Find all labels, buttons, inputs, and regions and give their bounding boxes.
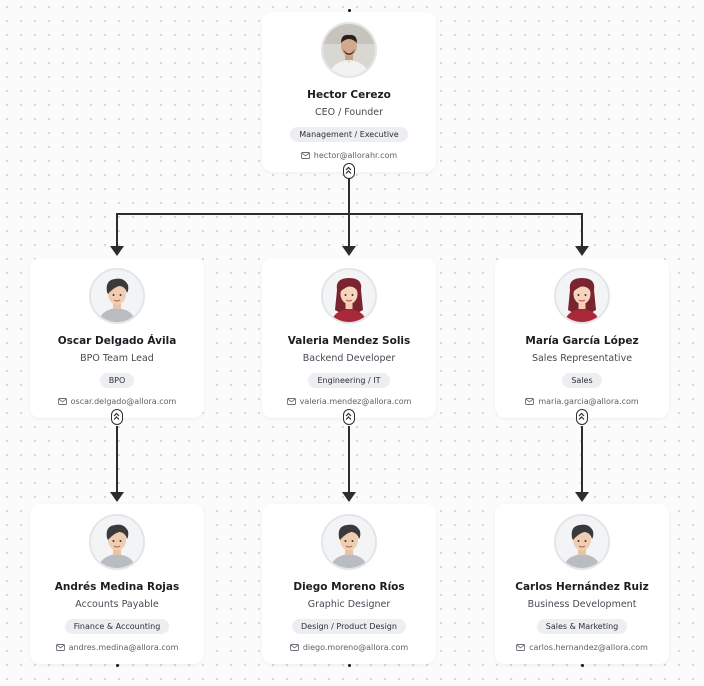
node-card-diego[interactable]: Diego Moreno Ríos Graphic Designer Desig… (262, 504, 436, 664)
node-name: Hector Cerezo (307, 89, 391, 101)
node-email[interactable]: andres.medina@allora.com (30, 643, 204, 653)
node-name: Carlos Hernández Ruiz (515, 581, 649, 593)
department-badge: Engineering / IT (308, 373, 390, 388)
envelope-icon (289, 644, 299, 653)
bottom-anchor-dot-andres (116, 664, 119, 667)
node-role: Graphic Designer (307, 599, 391, 610)
node-name: Andrés Medina Rojas (54, 581, 180, 593)
avatar (554, 514, 610, 570)
node-card-oscar[interactable]: Oscar Delgado Ávila BPO Team Lead BPO os… (30, 258, 204, 418)
node-name: Diego Moreno Ríos (293, 581, 405, 593)
collapse-chevron-icon (578, 412, 585, 420)
envelope-icon (525, 398, 535, 407)
collapse-chevron-icon (345, 412, 352, 420)
collapse-toggle-hector[interactable] (343, 163, 355, 179)
arrow-head-oscar (110, 246, 124, 256)
node-card-valeria[interactable]: Valeria Mendez Solis Backend Developer E… (262, 258, 436, 418)
node-role: Business Development (527, 599, 637, 610)
node-role: Sales Representative (531, 353, 633, 364)
avatar (554, 268, 610, 324)
node-role: Backend Developer (302, 353, 396, 364)
arrow-head-carlos (575, 492, 589, 502)
top-anchor-dot-hector (348, 9, 351, 12)
envelope-icon (286, 398, 296, 407)
collapse-chevron-icon (113, 412, 120, 420)
department-badge: Sales & Marketing (536, 619, 628, 634)
department-badge: Sales (562, 373, 602, 388)
envelope-icon (57, 398, 67, 407)
node-email[interactable]: carlos.hernandez@allora.com (495, 643, 669, 653)
node-name: Valeria Mendez Solis (287, 335, 411, 347)
email-text: andres.medina@allora.com (68, 643, 179, 652)
node-name: Oscar Delgado Ávila (57, 335, 177, 347)
email-text: diego.moreno@allora.com (302, 643, 409, 652)
bottom-anchor-dot-diego (348, 664, 351, 667)
node-role: Accounts Payable (75, 599, 159, 610)
node-name: María García López (525, 335, 639, 347)
avatar (321, 22, 377, 78)
email-text: hector@allorahr.com (313, 151, 398, 160)
department-badge: BPO (99, 373, 135, 388)
avatar (321, 268, 377, 324)
envelope-icon (516, 644, 526, 653)
avatar (321, 514, 377, 570)
arrow-head-andres (110, 492, 124, 502)
avatar (89, 514, 145, 570)
department-badge: Management / Executive (290, 127, 408, 142)
node-email[interactable]: diego.moreno@allora.com (262, 643, 436, 653)
node-card-andres[interactable]: Andrés Medina Rojas Accounts Payable Fin… (30, 504, 204, 664)
envelope-icon (55, 644, 65, 653)
arrow-head-valeria (342, 246, 356, 256)
node-email[interactable]: maria.garcia@allora.com (495, 397, 669, 407)
collapse-chevron-icon (345, 166, 352, 174)
node-email[interactable]: valeria.mendez@allora.com (262, 397, 436, 407)
envelope-icon (300, 152, 310, 161)
email-text: carlos.hernandez@allora.com (529, 643, 648, 652)
email-text: oscar.delgado@allora.com (70, 397, 177, 406)
node-card-hector[interactable]: Hector Cerezo CEO / Founder Management /… (262, 12, 436, 172)
collapse-toggle-maria[interactable] (576, 409, 588, 425)
node-card-maria[interactable]: María García López Sales Representative … (495, 258, 669, 418)
node-role: BPO Team Lead (80, 353, 154, 364)
arrow-head-maria (575, 246, 589, 256)
avatar (89, 268, 145, 324)
connector-hector-to-children (116, 172, 583, 250)
arrow-head-diego (342, 492, 356, 502)
collapse-toggle-oscar[interactable] (111, 409, 123, 425)
department-badge: Finance & Accounting (64, 619, 170, 634)
department-badge: Design / Product Design (292, 619, 406, 634)
email-text: maria.garcia@allora.com (538, 397, 639, 406)
node-email[interactable]: oscar.delgado@allora.com (30, 397, 204, 407)
collapse-toggle-valeria[interactable] (343, 409, 355, 425)
node-role: CEO / Founder (314, 107, 384, 118)
node-email[interactable]: hector@allorahr.com (262, 151, 436, 161)
bottom-anchor-dot-carlos (581, 664, 584, 667)
node-card-carlos[interactable]: Carlos Hernández Ruiz Business Developme… (495, 504, 669, 664)
email-text: valeria.mendez@allora.com (299, 397, 412, 406)
